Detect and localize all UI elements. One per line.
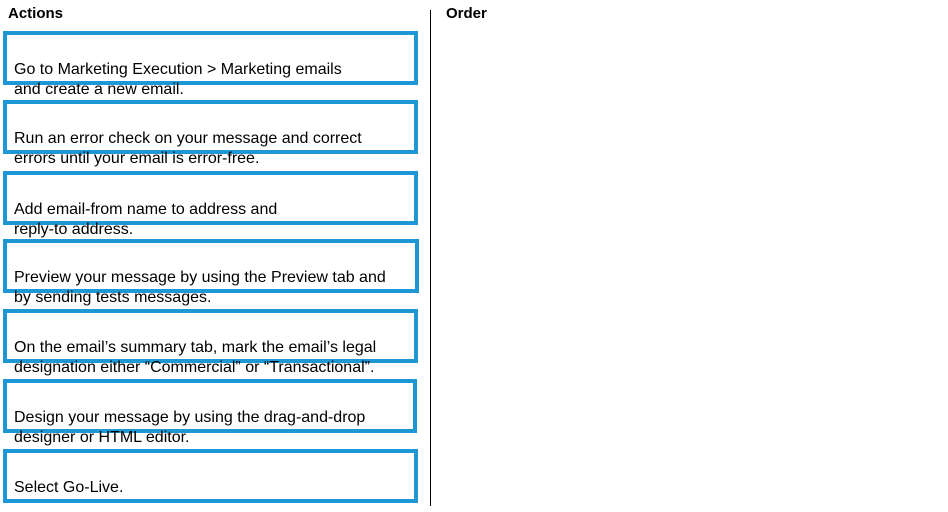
action-card-error-check[interactable]: Run an error check on your message and c… — [3, 100, 418, 167]
action-card-create-email[interactable]: Go to Marketing Execution > Marketing em… — [3, 31, 418, 98]
action-text: Preview your message by using the Previe… — [14, 268, 386, 307]
action-text: Add email-from name to address and reply… — [14, 200, 278, 239]
action-text: Select Go-Live. — [14, 478, 124, 496]
action-text: Design your message by using the drag-an… — [14, 408, 366, 447]
column-divider — [430, 10, 431, 506]
action-text: Go to Marketing Execution > Marketing em… — [14, 60, 342, 99]
actions-heading: Actions — [8, 5, 64, 22]
order-heading: Order — [446, 5, 487, 22]
action-card-go-live[interactable]: Select Go-Live. — [3, 449, 418, 503]
action-text: On the email’s summary tab, mark the ema… — [14, 338, 377, 377]
action-card-legal-designation[interactable]: On the email’s summary tab, mark the ema… — [3, 309, 418, 376]
action-card-design-message[interactable]: Design your message by using the drag-an… — [3, 379, 417, 446]
action-card-from-reply-to[interactable]: Add email-from name to address and reply… — [3, 171, 418, 238]
action-card-preview[interactable]: Preview your message by using the Previe… — [3, 239, 419, 306]
action-text: Run an error check on your message and c… — [14, 129, 362, 168]
